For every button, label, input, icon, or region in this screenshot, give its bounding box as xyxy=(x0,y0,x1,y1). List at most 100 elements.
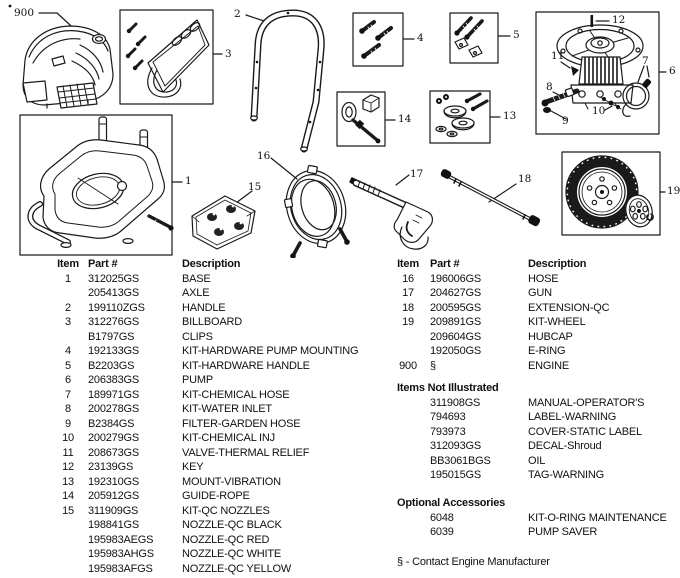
cell-desc: NOZZLE-QC YELLOW xyxy=(182,562,292,575)
cell-part: 192310GS xyxy=(88,475,139,488)
cell-part: B1797GS xyxy=(88,330,135,343)
exploded-parts-diagram xyxy=(8,4,667,258)
cell-desc: ENGINE xyxy=(528,359,569,372)
callout-rope-guide: 14 xyxy=(398,113,412,125)
cell-part: 195983AEGS xyxy=(88,533,154,546)
callout-vib-mount: 13 xyxy=(503,110,517,122)
table-row: 2 199110ZGS HANDLE xyxy=(48,301,362,316)
cell-part: 311908GS xyxy=(430,396,481,409)
cell-item-spacer xyxy=(386,410,430,425)
table-row: 15 311909GS KIT-QC NOZZLES xyxy=(48,504,362,519)
cell-item-spacer xyxy=(386,468,430,483)
cell-part: 312093GS xyxy=(430,440,481,452)
col-header-desc: Description xyxy=(182,258,241,270)
cell-desc: HOSE xyxy=(528,272,559,285)
cell-item: 8 xyxy=(65,403,71,415)
table-row: 13 192310GS MOUNT-VIBRATION xyxy=(48,475,362,490)
cell-part: 200279GS xyxy=(88,432,139,444)
callout-filter: 9 xyxy=(562,115,569,127)
callout-wheel: 19 xyxy=(667,185,680,197)
cell-part: B2384GS xyxy=(88,417,135,430)
callout-handle: 2 xyxy=(234,8,241,20)
cell-desc: OIL xyxy=(528,454,546,467)
table-row: 7 189971GS KIT-CHEMICAL HOSE xyxy=(48,388,362,403)
table-row: 793973 COVER-STATIC LABEL xyxy=(386,425,680,440)
cell-desc: GUIDE-ROPE xyxy=(182,490,250,502)
callout-nozzles: 15 xyxy=(248,181,262,193)
e-ring xyxy=(570,174,578,182)
key-part xyxy=(590,15,594,27)
table-row: 12 23139GS KEY xyxy=(48,460,362,475)
cell-desc: BASE xyxy=(182,272,211,285)
table-row: 11 208673GS VALVE-THERMAL RELIEF xyxy=(48,446,362,461)
nozzles-in-bag xyxy=(207,204,244,236)
cell-desc: E-RING xyxy=(528,345,566,357)
cell-item-spacer xyxy=(386,454,430,469)
cell-item xyxy=(48,286,88,301)
callout-gun: 17 xyxy=(410,168,424,180)
cell-desc: NOZZLE-QC RED xyxy=(182,533,270,546)
cell-item-spacer xyxy=(386,439,430,454)
filter-cap-part xyxy=(543,107,551,113)
cell-desc: MOUNT-VIBRATION xyxy=(182,475,281,488)
cell-item: 1 xyxy=(65,272,71,285)
table-row: 17 204627GS GUN xyxy=(386,286,680,301)
table-row: 18 200595GS EXTENSION-QC xyxy=(386,301,680,316)
cell-desc: NOZZLE-QC BLACK xyxy=(182,519,282,531)
table-row: 19 209891GS KIT-WHEEL xyxy=(386,315,680,330)
cell-part: 192133GS xyxy=(88,345,139,357)
rope-guide-box xyxy=(336,91,396,147)
table-row: 311908GS MANUAL-OPERATOR'S xyxy=(386,396,680,411)
cell-desc: KIT-WATER INLET xyxy=(182,403,272,415)
cell-part: 198841GS xyxy=(88,519,139,531)
cell-item xyxy=(48,330,88,345)
table-row: BB3061BGS OIL xyxy=(386,454,680,469)
cell-desc: KIT-WHEEL xyxy=(528,316,586,328)
table-header-right: Item Part # Description xyxy=(386,257,680,272)
cell-desc: HUBCAP xyxy=(528,330,573,343)
cell-desc: PUMP xyxy=(182,374,213,386)
cell-desc: KIT-CHEMICAL HOSE xyxy=(182,388,290,401)
table-row: 205413GS AXLE xyxy=(48,286,362,301)
callout-extension: 18 xyxy=(518,173,532,185)
callout-billboard: 3 xyxy=(225,48,232,60)
optional-accessories-title: Optional Accessories xyxy=(397,497,506,509)
cell-item: 3 xyxy=(65,316,71,328)
col-header-desc: Description xyxy=(528,258,587,270)
table-row: 16 196006GS HOSE xyxy=(386,272,680,287)
page-dot xyxy=(8,4,12,8)
cell-part: 205413GS xyxy=(88,287,139,299)
cell-item xyxy=(386,344,430,359)
callout-base: 1 xyxy=(185,175,192,187)
cell-item: 17 xyxy=(402,287,414,299)
cell-desc: CLIPS xyxy=(182,330,213,343)
optional-accessories-body: 6048 KIT-O-RING MAINTENANCE 6039 PUMP SA… xyxy=(386,511,680,540)
cell-desc: VALVE-THERMAL RELIEF xyxy=(182,446,310,459)
chemical-hose-coil xyxy=(622,82,650,110)
cell-part: B2203GS xyxy=(88,359,135,372)
table-body-left: 1 312025GS BASE 205413GS AXLE 2 199110ZG… xyxy=(48,272,362,577)
callout-thermal: 11 xyxy=(551,50,565,62)
cell-item-spacer xyxy=(386,425,430,440)
table-row: 3 312276GS BILLBOARD xyxy=(48,315,362,330)
cell-part: 312276GS xyxy=(88,316,139,328)
table-row: 1 312025GS BASE xyxy=(48,272,362,287)
cell-item xyxy=(386,330,430,345)
cell-desc: KEY xyxy=(182,461,204,473)
callout-hw-handle: 5 xyxy=(513,29,520,41)
cell-part: 204627GS xyxy=(430,287,481,299)
table-row: 794693 LABEL-WARNING xyxy=(386,410,680,425)
table-row: 198841GS NOZZLE-QC BLACK xyxy=(48,518,362,533)
table-row: 900 § ENGINE xyxy=(386,359,680,374)
billboard-panel xyxy=(147,19,210,93)
table-body-right: 16 196006GS HOSE 17 204627GS GUN 18 2005… xyxy=(386,272,680,374)
table-row: 195015GS TAG-WARNING xyxy=(386,468,680,483)
table-row: 8 200278GS KIT-WATER INLET xyxy=(48,402,362,417)
base-frame-box xyxy=(19,114,183,256)
cell-desc: KIT-HARDWARE PUMP MOUNTING xyxy=(182,345,359,357)
table-row: 6048 KIT-O-RING MAINTENANCE xyxy=(386,511,680,526)
cell-item xyxy=(48,533,88,548)
not-illustrated-body: 311908GS MANUAL-OPERATOR'S 794693 LABEL-… xyxy=(386,396,680,483)
table-row: 5 B2203GS KIT-HARDWARE HANDLE xyxy=(48,359,362,374)
cell-part: 793973 xyxy=(430,425,466,438)
